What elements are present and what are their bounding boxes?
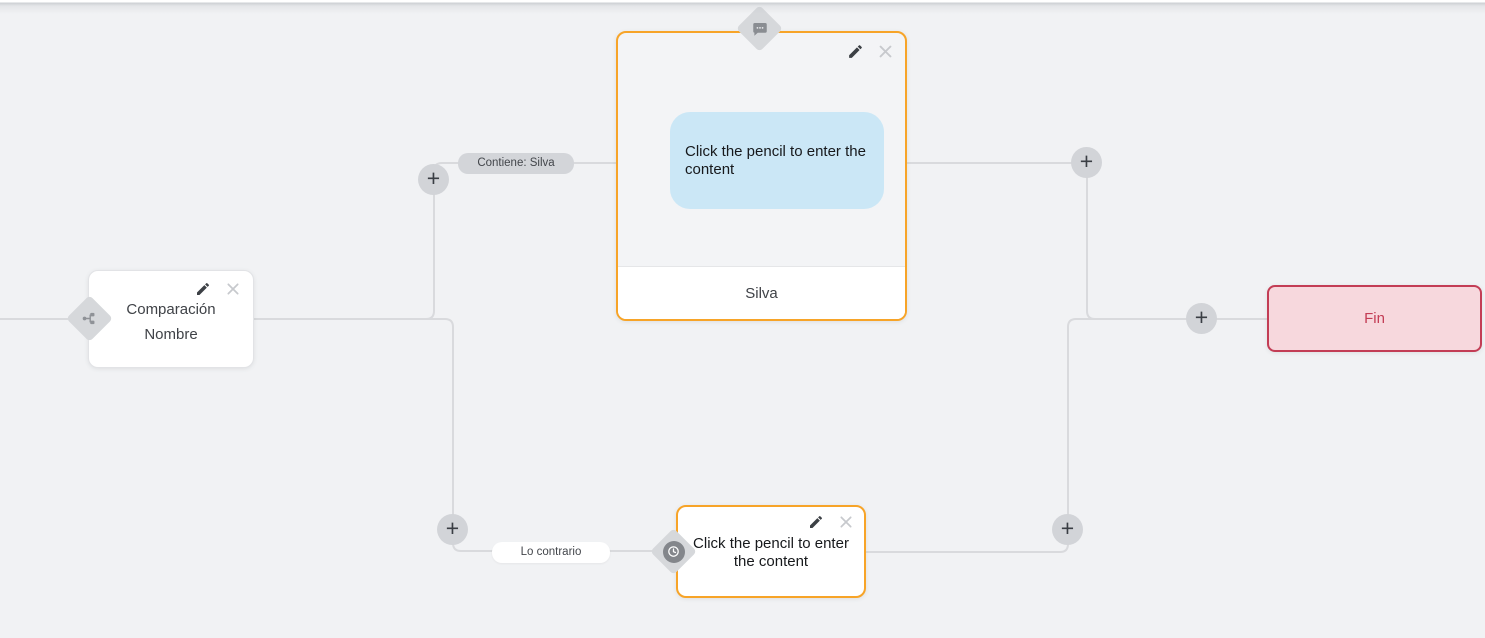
add-block-button-after-message[interactable]: +: [1071, 147, 1102, 178]
delay-placeholder-text: Click the pencil to enter the content: [693, 535, 849, 570]
message-footer-label: Silva: [618, 266, 905, 319]
edge-message-to-end: [907, 162, 1267, 320]
pencil-icon[interactable]: [195, 281, 211, 297]
message-port[interactable]: [736, 5, 783, 52]
condition-port[interactable]: [66, 295, 113, 342]
clock-icon: [662, 540, 685, 563]
message-bubble: Click the pencil to enter the content: [670, 112, 884, 209]
pencil-icon[interactable]: [847, 43, 863, 59]
edge-delay-to-end: [866, 318, 1100, 553]
plus-icon: +: [1060, 515, 1075, 541]
message-node[interactable]: Click the pencil to enter the content Si…: [616, 31, 907, 321]
plus-icon: +: [1079, 148, 1094, 174]
plus-icon: +: [426, 165, 441, 191]
delay-node[interactable]: Click the pencil to enter the content: [676, 505, 866, 598]
message-icon: [752, 22, 767, 36]
condition-title-line1: Comparación: [126, 301, 216, 318]
message-bubble-text: Click the pencil to enter the content: [685, 142, 866, 178]
edge-label-condition-true[interactable]: Contiene: Silva: [458, 153, 574, 174]
add-block-button-false-branch[interactable]: +: [437, 514, 468, 545]
end-node[interactable]: Fin: [1267, 285, 1482, 352]
close-icon[interactable]: [225, 281, 241, 297]
condition-title-line2: Nombre: [144, 326, 198, 343]
close-icon[interactable]: [838, 514, 854, 530]
add-block-button-true-branch[interactable]: +: [418, 164, 449, 195]
delay-port[interactable]: [650, 528, 697, 575]
branch-icon: [82, 312, 95, 325]
condition-node[interactable]: Comparación Nombre: [88, 270, 254, 368]
close-icon[interactable]: [877, 43, 893, 59]
edge-label-condition-false[interactable]: Lo contrario: [492, 542, 610, 563]
add-block-button-after-delay[interactable]: +: [1052, 514, 1083, 545]
plus-icon: +: [445, 515, 460, 541]
end-node-label: Fin: [1364, 310, 1385, 327]
add-block-button-before-end[interactable]: +: [1186, 303, 1217, 334]
edge-condition-to-delay: [254, 318, 676, 552]
plus-icon: +: [1194, 304, 1209, 330]
pencil-icon[interactable]: [808, 514, 824, 530]
